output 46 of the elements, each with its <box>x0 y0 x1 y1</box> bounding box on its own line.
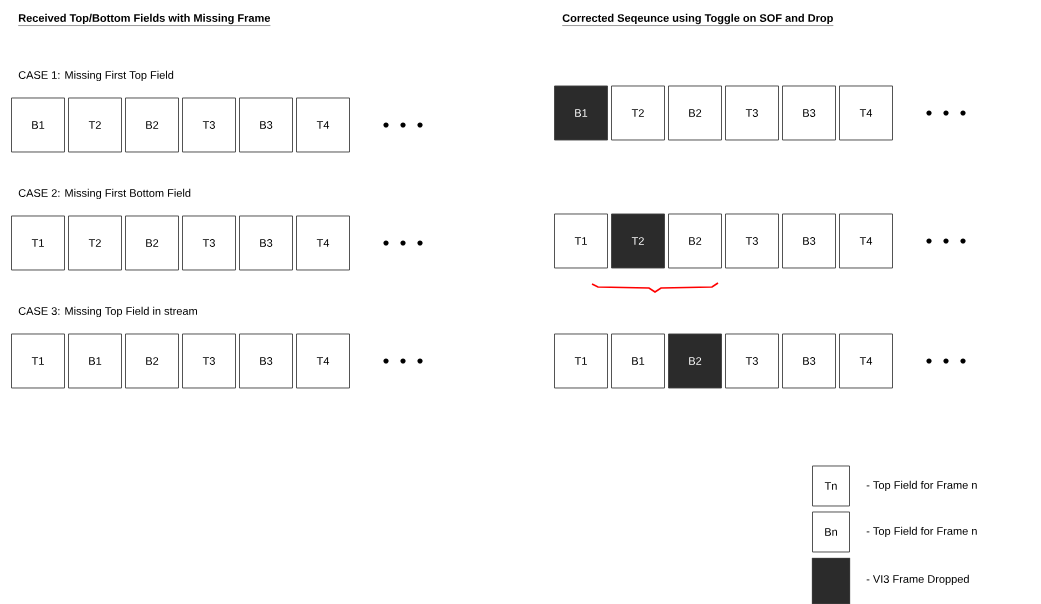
field-box: B2 <box>125 215 179 271</box>
field-box: B2 <box>668 213 722 269</box>
legend-sample-box: Tn <box>812 465 850 507</box>
field-box: T2 <box>68 97 122 153</box>
field-box: B2 <box>125 333 179 389</box>
legend-sample-box: Bn <box>812 511 850 553</box>
field-box: B1 <box>611 333 665 389</box>
field-box: B3 <box>782 85 836 141</box>
field-box: B2 <box>125 97 179 153</box>
field-box: T4 <box>296 97 350 153</box>
field-box: T1 <box>11 215 65 271</box>
section-heading: Corrected Seqeunce using Toggle on SOF and Drop <box>562 13 834 26</box>
case-label: CASE 1: Missing First Top Field <box>18 70 174 82</box>
field-box: T4 <box>296 215 350 271</box>
case-label: CASE 3: Missing Top Field in stream <box>18 306 197 318</box>
field-box: T4 <box>296 333 350 389</box>
field-box: T3 <box>725 213 779 269</box>
field-box: T3 <box>725 85 779 141</box>
legend-text: - VI3 Frame Dropped <box>866 574 969 586</box>
field-box: B1 <box>68 333 122 389</box>
dropped-field-box: T2 <box>611 213 665 269</box>
dropped-field-box: B1 <box>554 85 608 141</box>
field-box: T3 <box>725 333 779 389</box>
field-box: B3 <box>239 333 293 389</box>
field-box: T4 <box>839 213 893 269</box>
field-box: B2 <box>668 85 722 141</box>
legend-text: - Top Field for Frame n <box>866 480 977 492</box>
field-box: T4 <box>839 333 893 389</box>
legend-text: - Top Field for Frame n <box>866 526 977 538</box>
field-box: T1 <box>11 333 65 389</box>
case-label: CASE 2: Missing First Bottom Field <box>18 188 191 200</box>
field-box: T1 <box>554 213 608 269</box>
field-box: T2 <box>611 85 665 141</box>
field-box: T2 <box>68 215 122 271</box>
section-heading: Received Top/Bottom Fields with Missing Frame <box>18 13 271 26</box>
field-box: T3 <box>182 97 236 153</box>
field-box: T3 <box>182 333 236 389</box>
field-box: B1 <box>11 97 65 153</box>
field-box: T3 <box>182 215 236 271</box>
field-box: B3 <box>239 215 293 271</box>
field-box: B3 <box>782 213 836 269</box>
field-box: B3 <box>782 333 836 389</box>
field-box: T4 <box>839 85 893 141</box>
field-box: T1 <box>554 333 608 389</box>
field-box: B3 <box>239 97 293 153</box>
dropped-field-box: B2 <box>668 333 722 389</box>
